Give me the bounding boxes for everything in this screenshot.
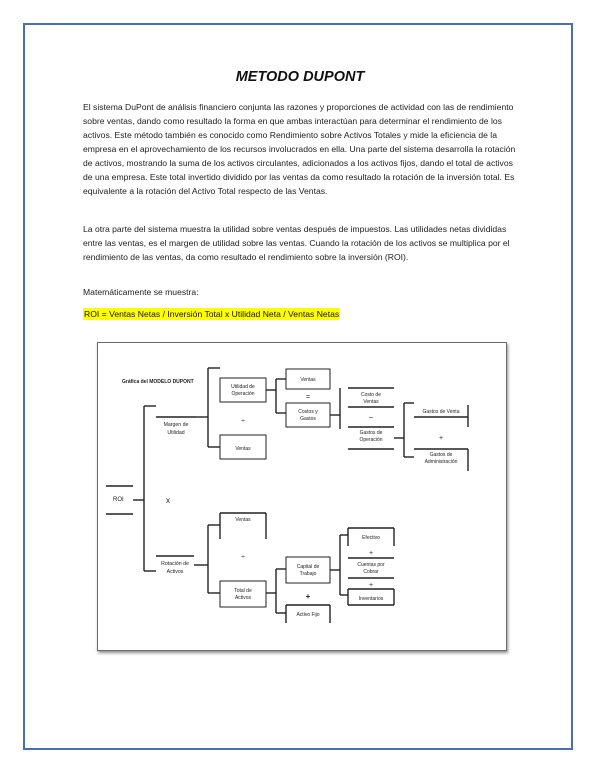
capital-label-2: Trabajo (300, 571, 317, 577)
diagram-caption: Gráfica del MODELO DUPONT (122, 379, 194, 385)
capital-label-1: Capital de (297, 564, 320, 570)
roi-label: ROI (113, 497, 124, 503)
gastos-admin-label-1: Gastos de (430, 452, 453, 458)
utilidad-label-1: Utilidad de (231, 384, 255, 390)
times-sign: x (166, 496, 170, 505)
dupont-diagram-figure: Gráfica del MODELO DUPONT ROI x Margen d… (97, 342, 507, 651)
dupont-diagram: Gráfica del MODELO DUPONT ROI x Margen d… (106, 367, 469, 623)
plus-sign-1: + (439, 435, 443, 442)
gastos-venta-label: Gastos de Venta (423, 409, 460, 415)
capital-trabajo-box (285, 556, 331, 584)
plus-sign-4: + (369, 582, 373, 589)
efectivo-label: Efectivo (362, 535, 380, 541)
utilidad-label-2: Operación (231, 391, 254, 397)
cuentas-label-2: Cobrar (363, 569, 379, 575)
minus-sign-1: = (306, 394, 310, 401)
costo-ventas-label-2: Ventas (363, 399, 379, 405)
inventarios-label: Inventarios (359, 596, 384, 602)
div-sign-1: ÷ (241, 418, 245, 425)
gastos-op-label-2: Operación (359, 437, 382, 443)
utilidad-operacion-box (219, 377, 267, 403)
rotacion-label-1: Rotación de (161, 561, 189, 567)
page-title: METODO DUPONT (235, 69, 365, 85)
ventas-label-3: Ventas (235, 517, 251, 523)
cuentas-label-1: Cuentas por (357, 562, 385, 568)
costos-gastos-box (285, 402, 331, 428)
margin-label-1: Margen de (164, 422, 189, 428)
plus-sign-3: + (369, 550, 373, 557)
costo-ventas-label-1: Costo de (361, 392, 381, 398)
costos-label-2: Gastos (300, 416, 316, 422)
paragraph-roi: La otra parte del sistema muestra la uti… (83, 224, 510, 262)
roi-formula-highlight: ROI = Ventas Netas / Inversión Total x U… (83, 308, 341, 320)
activo-fijo-label: Activo Fijo (296, 612, 319, 618)
ventas-label-2: Ventas (300, 377, 316, 383)
total-activos-label-1: Total de (234, 588, 252, 594)
ventas-box-1 (219, 434, 267, 460)
paragraph-intro: El sistema DuPont de análisis financiero… (83, 102, 516, 196)
gastos-admin-label-2: Administración (425, 459, 458, 465)
margin-label-2: Utilidad (167, 430, 184, 436)
total-activos-box (219, 580, 267, 608)
ventas-box-2 (285, 368, 331, 390)
div-sign-2: ÷ (241, 554, 245, 561)
paragraph-math: Matemáticamente se muestra: (83, 287, 199, 297)
total-activos-label-2: Activos (235, 595, 252, 601)
ventas-label-1: Ventas (235, 446, 251, 452)
gastos-op-label-1: Gastos de (360, 430, 383, 436)
minus-sign-2: – (369, 414, 373, 421)
rotacion-label-2: Activos (167, 569, 184, 575)
plus-sign-2: + (306, 592, 311, 601)
costos-label-1: Costos y (298, 409, 318, 415)
page-border (23, 23, 573, 750)
